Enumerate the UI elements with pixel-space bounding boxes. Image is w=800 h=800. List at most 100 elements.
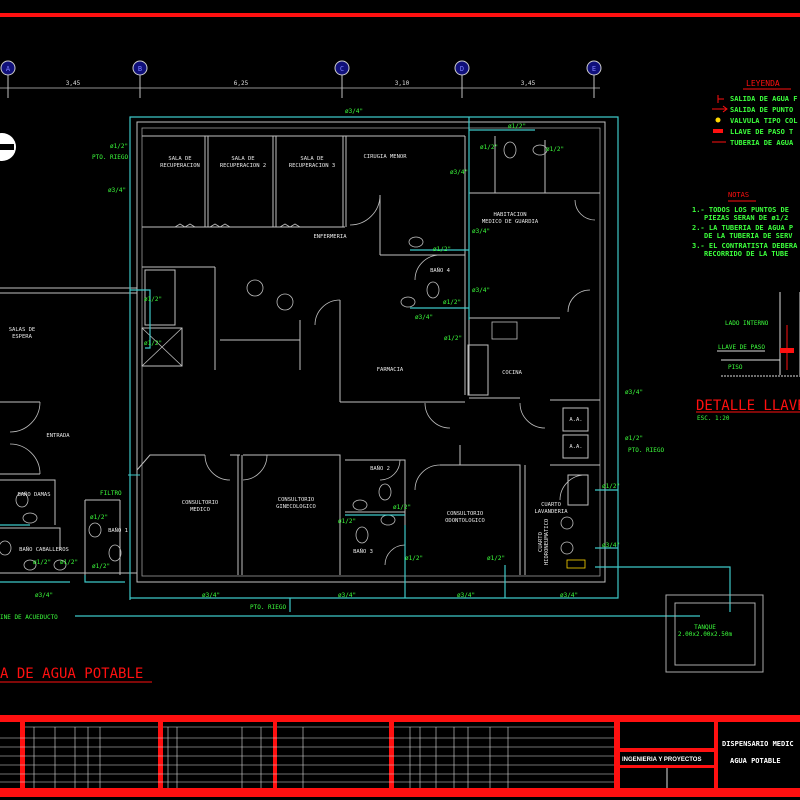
dimension-label: 3,10 — [395, 80, 410, 87]
pipe-size-labels-text: ø1/2" — [443, 299, 461, 306]
pipe-size-labels-text: ø3/4" — [35, 592, 53, 599]
pipe-size-labels-text: ø3/4" — [560, 592, 578, 599]
room-label: ENFERMERIA — [313, 234, 347, 240]
room-label: CONSULTORIO — [278, 497, 314, 503]
grid-bubble-c: C — [334, 60, 350, 98]
pipe-size-labels-text: ø1/2" — [144, 340, 162, 347]
pipe-size-labels-text: ø1/2" — [508, 123, 526, 130]
room-label: CONSULTORIO — [182, 500, 218, 506]
legend-title: LEYENDA — [746, 79, 780, 88]
pipe-size-labels-text: ø1/2" — [60, 559, 78, 566]
pipe-size-labels-text: ø1/2" — [110, 143, 128, 150]
room-labels-text: RECUPERACION — [160, 163, 200, 169]
room-labels-text: GINECOLOGICO — [276, 504, 316, 510]
notes-text: 2.- LA TUBERIA DE AGUA P — [692, 224, 793, 232]
room-labels-text: MEDICO — [190, 507, 210, 513]
dimension-label: 3,45 — [66, 80, 81, 87]
legend-text: LLAVE DE PASO T — [730, 128, 793, 136]
pipe-size-labels: ø3/4" ø1/2" ø3/4" ø1/2" ø1/2" ø1/2" ø3/4… — [33, 108, 643, 599]
pto-riego-label: PTO. RIEGO — [250, 604, 287, 611]
company-name: INGENIERIA Y PROYECTOS — [622, 757, 701, 763]
notes-text: 3.- EL CONTRATISTA DEBERA — [692, 242, 798, 250]
room-labels-text: RECUPERACION 3 — [289, 163, 335, 169]
point-outlet-icon — [712, 105, 728, 113]
pipe-size-labels-text: ø3/4" — [450, 169, 468, 176]
title-block: INGENIERIA Y PROYECTOS DISPENSARIO MEDIC… — [0, 715, 800, 797]
pipe-size-labels-text: ø1/2" — [338, 518, 356, 525]
section-marker-icon — [0, 133, 16, 161]
project-name: DISPENSARIO MEDIC — [722, 740, 794, 748]
pipe-size-labels-text: ø1/2" — [487, 555, 505, 562]
room-labels-text: RECUPERACION 2 — [220, 163, 266, 169]
svg-text:CUARTOHIDRONEUMATICO: CUARTOHIDRONEUMATICO — [538, 519, 550, 565]
room-label: BAÑO 1 — [108, 527, 128, 534]
pipe-size-labels-text: ø3/4" — [457, 592, 475, 599]
valve-detail: LADO INTERNO LLAVE DE PASO PISO DETALLE … — [696, 292, 800, 422]
pto-riego-label: PTO. RIEGO — [92, 154, 129, 161]
room-labels-text: MEDICO DE GUARDIA — [482, 219, 539, 225]
sheet-name: AGUA POTABLE — [730, 757, 781, 765]
detail-title: DETALLE LLAVE — [696, 398, 800, 414]
pipe-size-labels-text: ø1/2" — [433, 246, 451, 253]
pipe-size-labels-text: ø1/2" — [444, 335, 462, 342]
room-labels-text: ODONTOLOGICO — [445, 518, 485, 524]
dimension-label: 3,45 — [521, 80, 536, 87]
pipe-size-labels-text: ø1/2" — [480, 144, 498, 151]
pipe-size-labels-text: ø1/2" — [405, 555, 423, 562]
room-label: FARMACIA — [377, 367, 404, 373]
pipe-size-labels-text: ø1/2" — [625, 435, 643, 442]
water-tank-text: 2.00x2.00x2.50m — [678, 631, 733, 638]
room-label: SALA DE — [168, 156, 191, 162]
notes-title: NOTAS — [728, 191, 749, 199]
plan-title: A DE AGUA POTABLE — [0, 666, 143, 682]
water-tank-text: TANQUE — [694, 624, 716, 631]
room-label: HABITACION — [493, 212, 526, 218]
grid-bubble-b: B — [132, 60, 148, 98]
pipe-size-labels-text: ø1/2" — [90, 514, 108, 521]
notes-text: DE LA TUBERIA DE SERV — [704, 232, 793, 240]
pipe-size-labels-text: ø1/2" — [546, 146, 564, 153]
room-label: CIRUGIA MENOR — [363, 154, 407, 160]
pipe-size-labels-text: ø3/4" — [472, 287, 490, 294]
room-label: BAÑO 2 — [370, 465, 390, 472]
grid-bubble-d: D — [454, 60, 470, 98]
room-label: BAÑO CABALLEROS — [19, 546, 69, 553]
room-labels-text: ESPERA — [12, 334, 33, 340]
water-pipes — [0, 116, 731, 617]
valve-detail-text: LADO INTERNO — [725, 320, 769, 327]
building-walls — [0, 121, 606, 583]
pipe-size-labels-text: ø1/2" — [144, 296, 162, 303]
grid-bubble-d-text: D — [460, 65, 464, 73]
room-label: CONSULTORIO — [447, 511, 483, 517]
pipe-size-labels-text: ø1/2" — [92, 563, 110, 570]
pipe-size-labels-text: ø1/2" — [33, 559, 51, 566]
top-border — [0, 13, 800, 17]
room-label: CUARTO — [541, 502, 561, 508]
room-label: SALA DE — [231, 156, 254, 162]
annotations: PTO. RIEGO PTO. RIEGO PTO. RIEGO FILTRO … — [0, 154, 665, 683]
legend-text: TUBERIA DE AGUA — [730, 139, 794, 147]
room-label: SALAS DE — [9, 327, 36, 333]
acueducto-label: INE DE ACUEDUCTO — [0, 614, 58, 621]
room-label: CUARTO — [538, 532, 544, 552]
valve-icon — [715, 117, 721, 123]
pipe-size-labels-text: ø3/4" — [345, 108, 363, 115]
grid-bubble-e-text: E — [592, 65, 596, 73]
room-label: ENTRADA — [46, 433, 70, 439]
notes-text: 1.- TODOS LOS PUNTOS DE — [692, 206, 789, 214]
pto-riego-label: PTO. RIEGO — [628, 447, 665, 454]
room-label: COCINA — [502, 370, 523, 376]
room-label: SALA DE — [300, 156, 323, 162]
pipe-size-labels-text: ø3/4" — [472, 228, 490, 235]
filtro-label: FILTRO — [100, 490, 122, 497]
legend: LEYENDA SALIDA DE AGUA F SALIDA DE PUNTO… — [712, 79, 797, 147]
